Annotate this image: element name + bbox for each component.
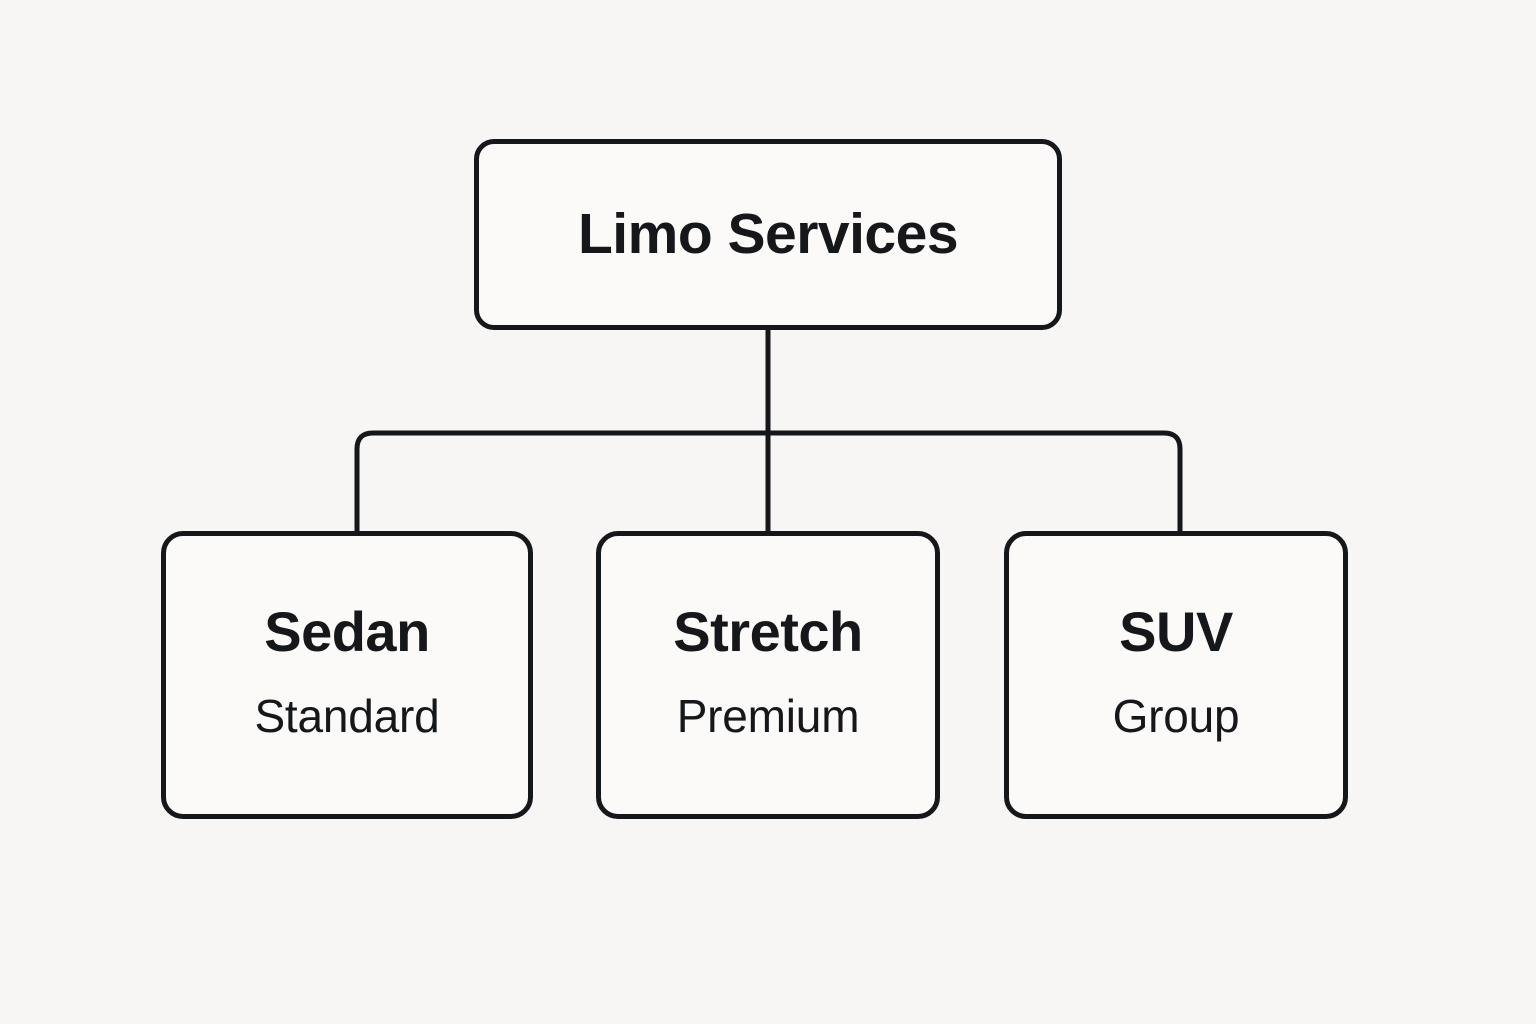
node-sedan-title: Sedan [264,600,430,664]
connector-bus-bar [354,430,1183,531]
node-stretch[interactable]: Stretch Premium [596,531,940,819]
node-stretch-subtitle: Premium [676,690,860,743]
node-root-title: Limo Services [577,201,959,266]
node-suv[interactable]: SUV Group [1004,531,1348,819]
node-suv-title: SUV [1119,600,1233,664]
node-root[interactable]: Limo Services [474,139,1062,330]
node-sedan[interactable]: Sedan Standard [161,531,533,819]
node-suv-subtitle: Group [1112,690,1240,743]
node-stretch-title: Stretch [673,600,863,664]
node-sedan-subtitle: Standard [254,690,440,743]
